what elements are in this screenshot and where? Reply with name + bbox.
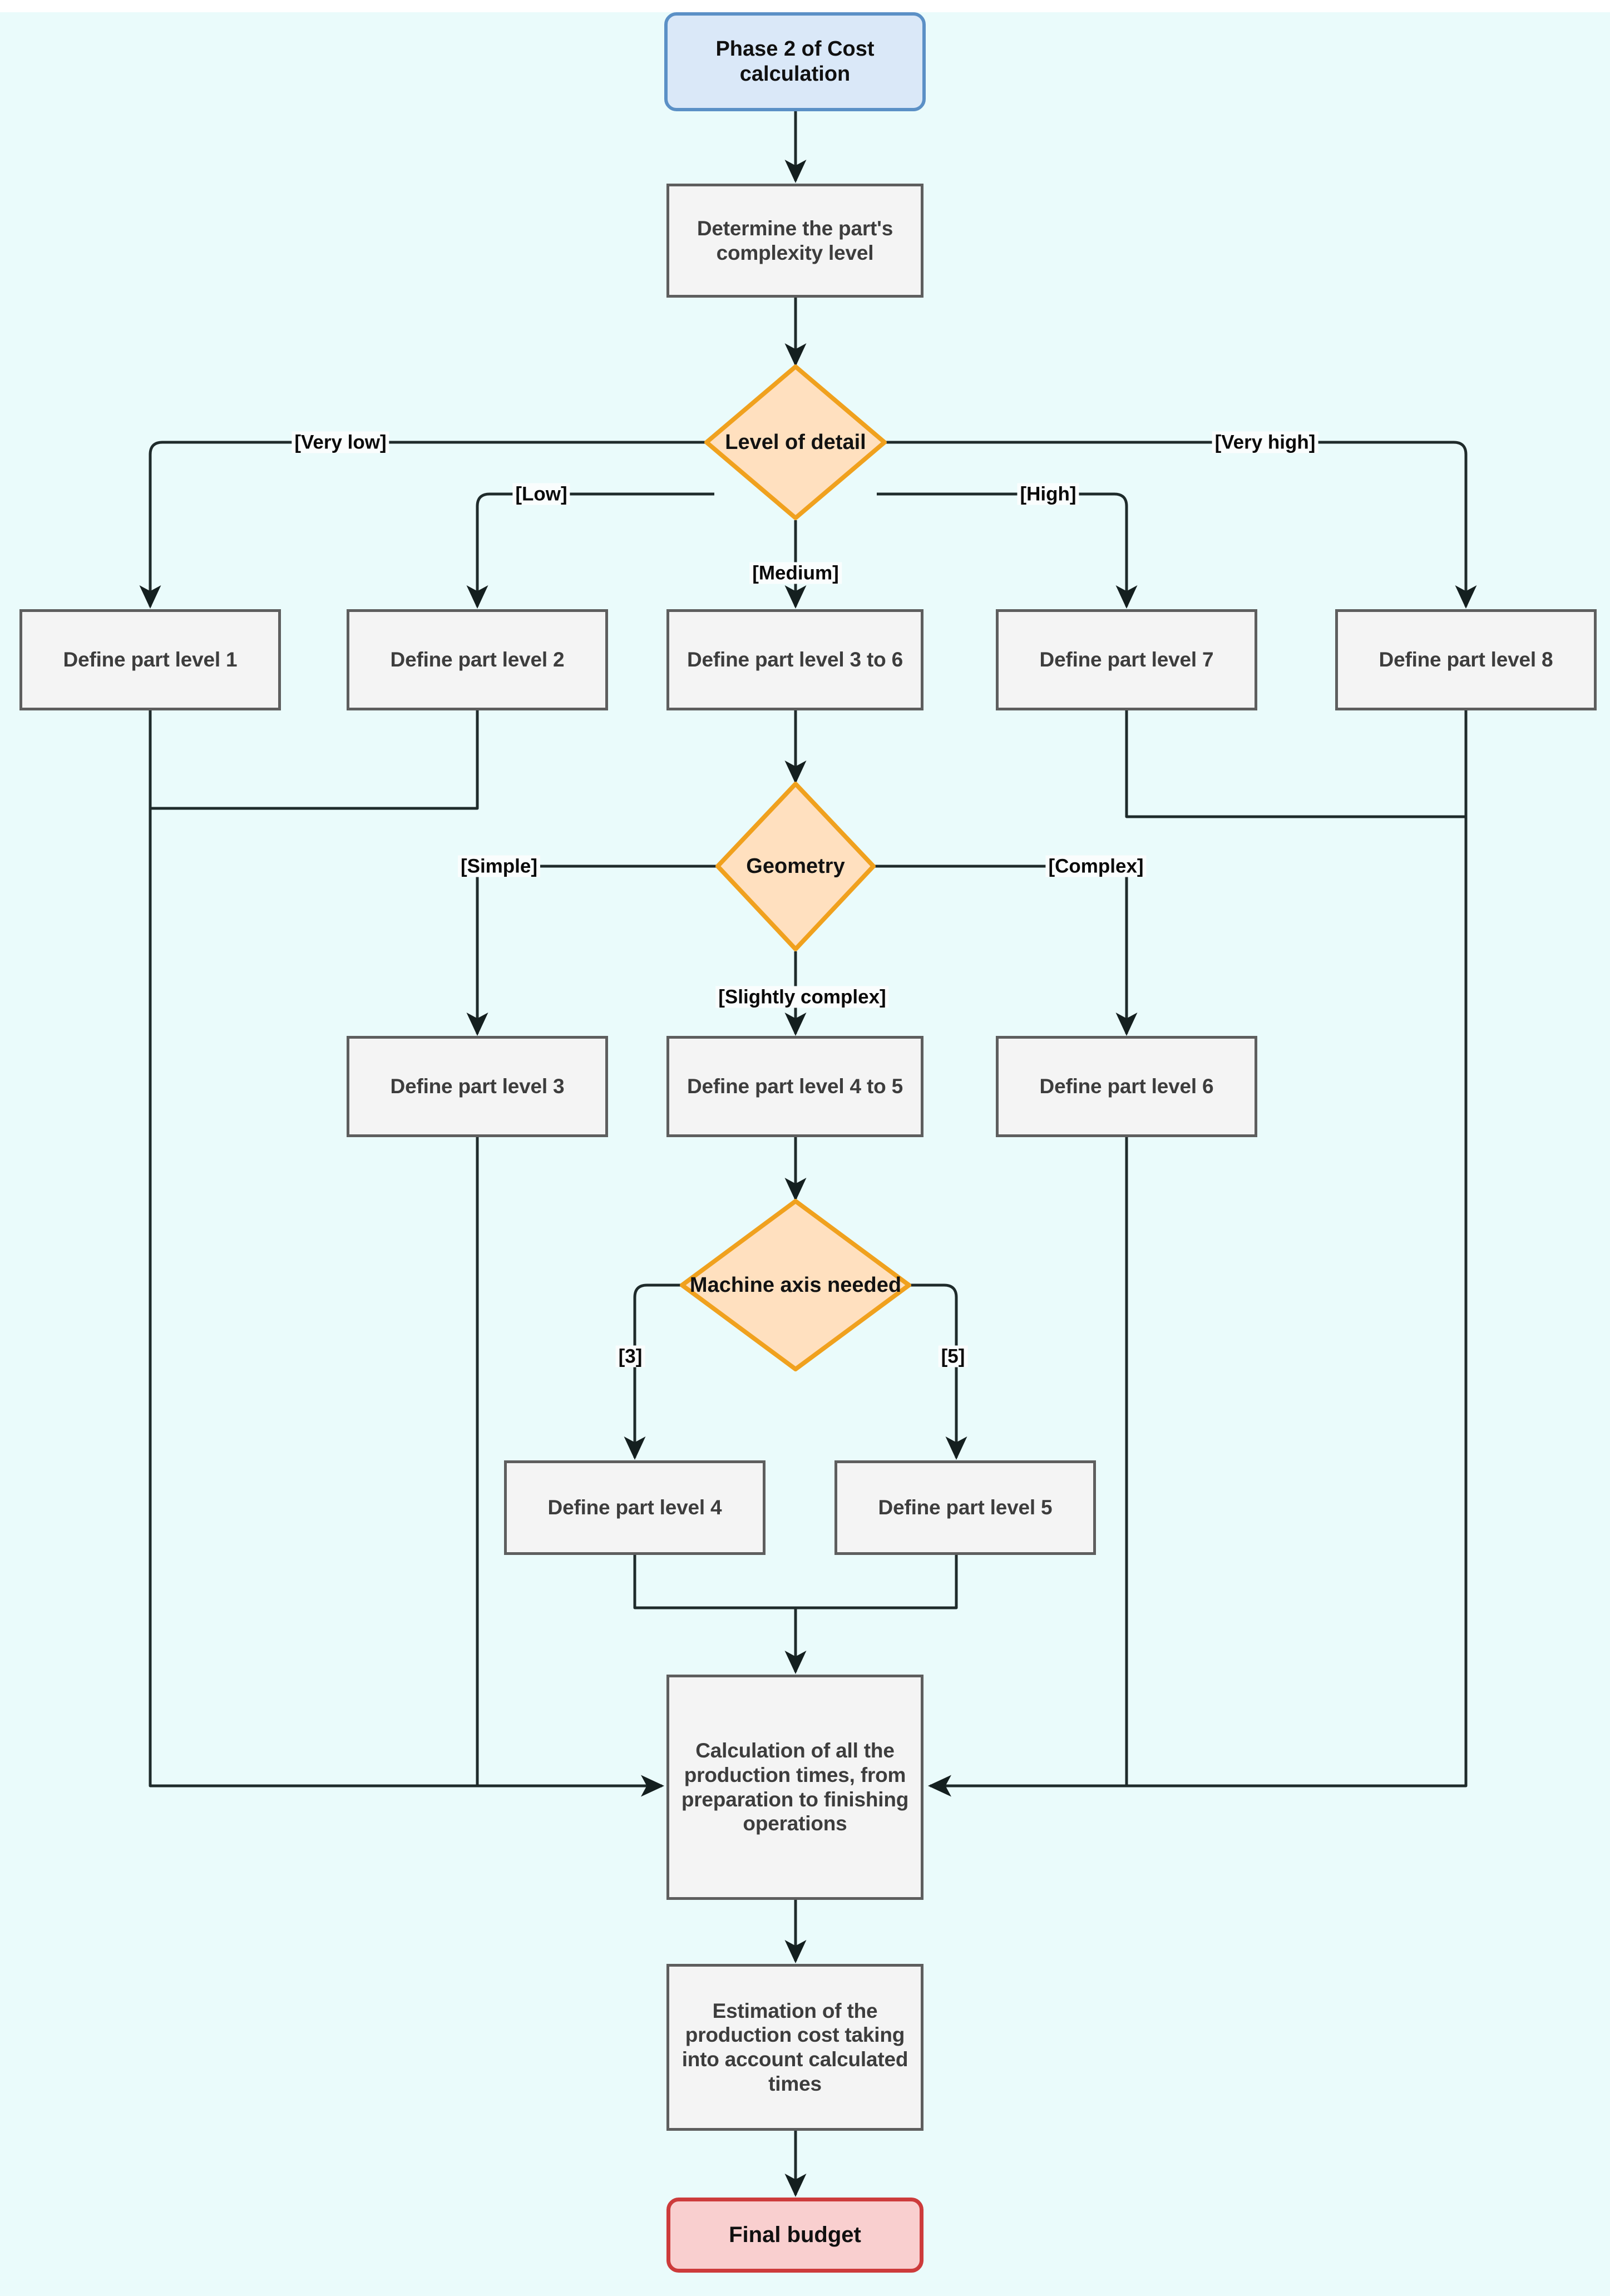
top-margin-strip	[0, 0, 1610, 12]
edge-part8-to-calculation	[927, 710, 1468, 1797]
edge-part2-to-calculation	[150, 710, 479, 810]
node-level-of-detail[interactable]: Level of detail	[704, 364, 887, 520]
edge-level-low	[466, 492, 714, 609]
node-part2[interactable]: Define part level 2	[347, 609, 608, 710]
decision-diamond-shape	[715, 782, 876, 951]
node-part3[interactable]: Define part level 3	[347, 1036, 608, 1137]
edge-label-axis-5: [5]	[938, 1345, 968, 1367]
edge-part4-merge	[633, 1555, 796, 1609]
node-determine-complexity[interactable]: Determine the part's complexity level	[666, 184, 923, 298]
edge-label-medium: [Medium]	[749, 562, 842, 584]
node-final-budget[interactable]: Final budget	[666, 2198, 923, 2273]
node-geometry-label: Geometry	[746, 855, 845, 878]
node-part1[interactable]: Define part level 1	[19, 609, 281, 710]
edge-geometry-complex	[867, 865, 1138, 1036]
node-geometry[interactable]: Geometry	[715, 782, 876, 951]
node-part8[interactable]: Define part level 8	[1335, 609, 1597, 710]
edge-label-low: [Low]	[512, 483, 570, 505]
edge-level-very-high	[877, 441, 1477, 609]
edge-part7-to-calculation	[1125, 710, 1466, 818]
node-part4[interactable]: Define part level 4	[504, 1460, 766, 1555]
edge-part5-merge	[796, 1555, 958, 1609]
node-part7[interactable]: Define part level 7	[996, 609, 1257, 710]
edge-geometry-simple	[466, 865, 724, 1036]
node-calculation[interactable]: Calculation of all the production times,…	[666, 1675, 923, 1900]
edge-label-high: [High]	[1017, 483, 1079, 505]
edge-label-complex: [Complex]	[1045, 855, 1147, 877]
node-machine-axis-label: Machine axis needed	[689, 1273, 902, 1297]
node-estimation[interactable]: Estimation of the production cost taking…	[666, 1964, 923, 2131]
node-part4to5[interactable]: Define part level 4 to 5	[666, 1036, 923, 1137]
edge-label-very-high: [Very high]	[1212, 431, 1318, 453]
edge-label-slightly-complex: [Slightly complex]	[715, 986, 889, 1008]
node-part6[interactable]: Define part level 6	[996, 1036, 1257, 1137]
edge-label-simple: [Simple]	[457, 855, 541, 877]
edge-part1-to-calculation	[149, 710, 665, 1797]
edge-level-high	[877, 492, 1138, 609]
node-part3to6[interactable]: Define part level 3 to 6	[666, 609, 923, 710]
node-machine-axis[interactable]: Machine axis needed	[680, 1199, 911, 1371]
node-start[interactable]: Phase 2 of Cost calculation	[664, 12, 926, 111]
decision-diamond-shape	[704, 364, 887, 520]
edge-label-axis-3: [3]	[615, 1345, 645, 1367]
edge-level-very-low	[139, 441, 714, 609]
edge-label-very-low: [Very low]	[292, 431, 389, 453]
node-part5[interactable]: Define part level 5	[834, 1460, 1096, 1555]
node-level-of-detail-label: Level of detail	[725, 430, 866, 454]
